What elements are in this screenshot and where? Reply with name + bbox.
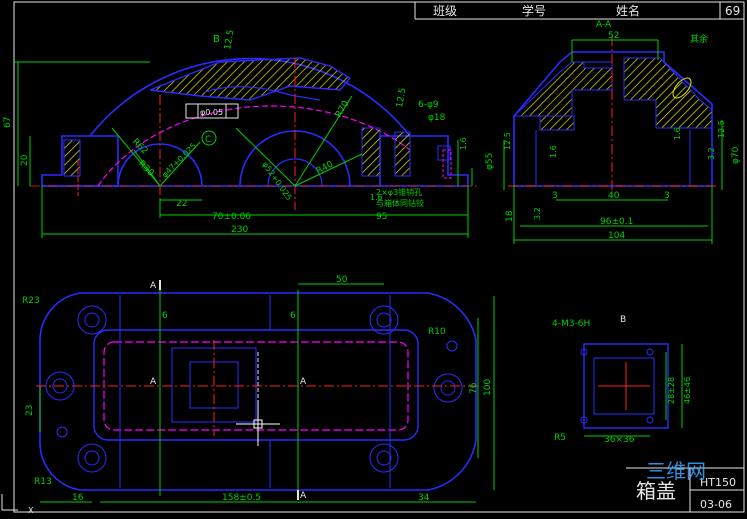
note-pin-1: 2×φ3锥销孔 [376, 187, 422, 197]
roughness-right: 12.5 [395, 87, 408, 108]
ucs-icon: X [1, 494, 34, 515]
viewb-dim-46: 46±46 [683, 377, 692, 404]
viewb-thread: 4-M3-6H [552, 319, 590, 329]
side-dia-55: φ55 [485, 153, 495, 170]
viewb-r5: R5 [554, 433, 566, 443]
side-dim-52: 52 [608, 31, 619, 41]
drawing-number: 03-06 [700, 498, 732, 511]
side-step-right: 3 [664, 191, 670, 201]
plan-dim-34: 34 [418, 493, 430, 503]
dim-overall-230: 230 [231, 225, 248, 235]
section-mark-a-1: A [150, 281, 157, 291]
material: HT150 [700, 476, 736, 489]
roughness-front-r: 1.6 [459, 137, 468, 150]
section-mark-a-4: A [300, 491, 307, 501]
plan-r10: R10 [428, 327, 446, 337]
note-pin-2: 与箱体同钻铰 [376, 198, 424, 208]
plan-r23: R23 [22, 296, 40, 306]
sheet-number: 69 [725, 4, 740, 18]
plan-dim-16: 16 [72, 493, 84, 503]
plan-dim-158: 158±0.5 [222, 493, 261, 503]
plan-dim-76: 76 [469, 382, 479, 394]
side-dim-104: 104 [608, 231, 625, 241]
dim-r70: R70 [334, 99, 352, 120]
note-holes: 6-φ9 [418, 100, 439, 110]
side-dim-96: 96±0.1 [600, 217, 633, 227]
side-section-view: A-A 其余 52 40 96±0.1 104 3 3 φ55 φ70 18 1… [485, 20, 741, 244]
note-cbore: φ18 [428, 113, 446, 123]
dim-95: 95 [376, 212, 387, 222]
side-rough-16: 1.6 [549, 145, 558, 158]
plan-bolt-holes [45, 305, 463, 473]
viewb-dim-36: 36×36 [604, 435, 635, 445]
dim-r40: R40 [315, 159, 336, 176]
watermark-logo: 三维网 [646, 459, 706, 483]
dim-span-70: 70±0.06 [212, 212, 251, 222]
side-rough-16-r: 1.6 [673, 127, 682, 140]
datum-c-label: C [205, 135, 211, 145]
plan-dim-23: 23 [25, 405, 35, 416]
side-step-left: 3 [552, 191, 558, 201]
ucs-x-label: X [28, 506, 34, 515]
view-b-arrow-label: B [213, 34, 220, 45]
view-b: 4-M3-6H B 28±28 46±46 36×36 R5 [552, 315, 692, 445]
cad-crosshair-cursor[interactable] [236, 400, 280, 446]
viewb-label: B [620, 315, 626, 325]
roughness-top: 12.5 [223, 29, 236, 50]
viewb-dim-28: 28±28 [667, 377, 676, 404]
plan-dim-50: 50 [336, 275, 348, 285]
roughness-rest-label: 其余 [690, 33, 708, 45]
side-rough-125: 12.5 [503, 132, 512, 150]
side-dim-18: 18 [505, 210, 515, 222]
student-id-label: 学号 [522, 3, 546, 18]
side-dia-70: φ70 [731, 146, 741, 164]
sheet-border [13, 1, 745, 513]
class-label: 班级 [433, 4, 457, 18]
top-title-strip: 班级 学号 姓名 69 [414, 2, 744, 20]
plan-dim-6-left: 6 [162, 311, 168, 321]
plan-r13: R13 [34, 477, 52, 487]
roughness-front: 1.6 [370, 193, 383, 202]
section-a-a-label: A-A [596, 20, 612, 30]
plan-dim-6-right: 6 [290, 311, 296, 321]
title-block: 箱盖 HT150 03-06 三维网 [626, 459, 744, 512]
plan-dim-100: 100 [483, 379, 493, 396]
name-label: 姓名 [616, 3, 640, 18]
side-rough-125-r: 12.5 [717, 120, 726, 138]
side-rough-32-r: 3.2 [707, 147, 716, 160]
section-mark-a-3: A [300, 377, 307, 387]
section-mark-a-2: A [150, 377, 157, 387]
dim-22: 22 [176, 199, 187, 209]
dim-base-20: 20 [20, 154, 30, 166]
part-name: 箱盖 [636, 479, 676, 503]
front-view: C 230 70±0.06 95 22 67 20 R40 R62 R30 R7… [3, 29, 480, 238]
plan-view: 50 6 6 R23 R10 R13 23 16 158±0.5 34 76 1… [22, 275, 495, 503]
dim-height-67: 67 [3, 117, 13, 128]
tol-frame-value: φ0.05 [200, 108, 223, 117]
side-dim-40: 40 [608, 191, 620, 201]
side-rough-32: 3.2 [533, 207, 542, 220]
